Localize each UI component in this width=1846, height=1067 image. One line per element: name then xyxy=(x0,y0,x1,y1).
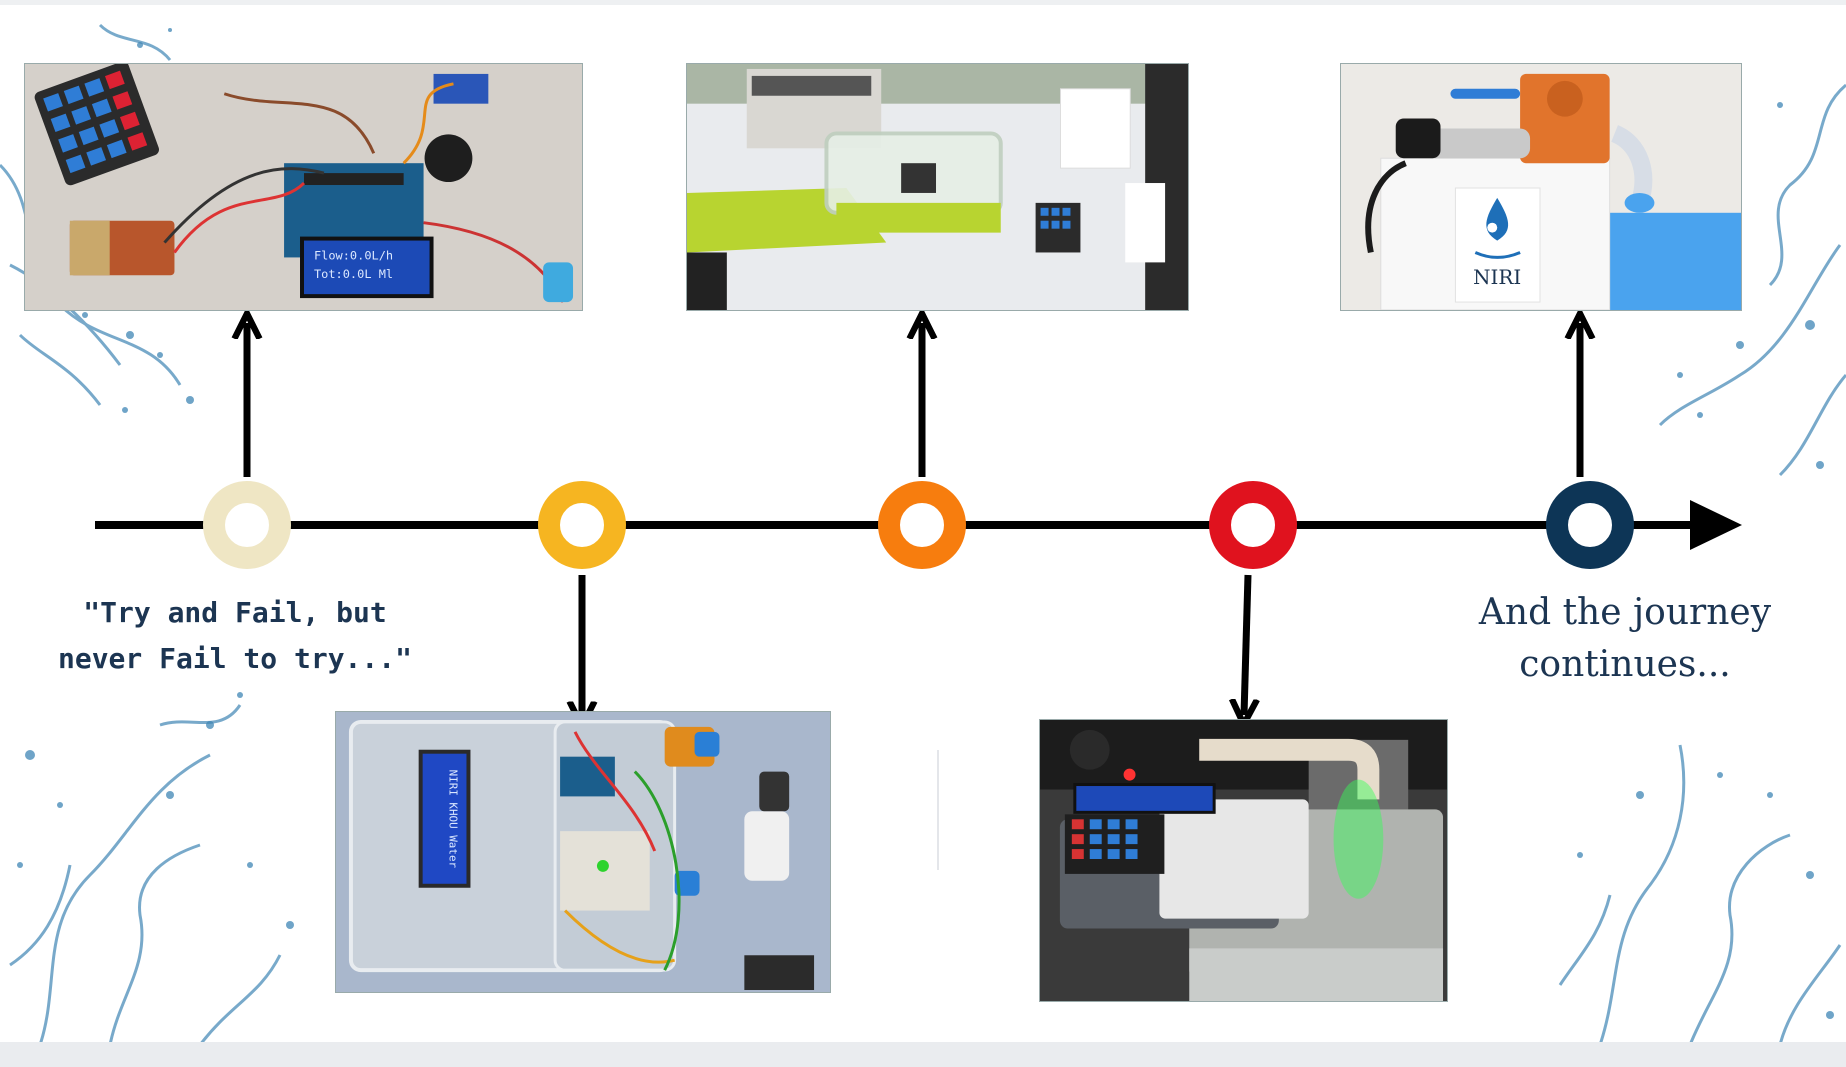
divider-mark xyxy=(937,750,939,870)
keypad-icon xyxy=(744,955,815,991)
timeline xyxy=(95,5,1742,1042)
buzzer-icon xyxy=(424,134,473,183)
quote-line-2: never Fail to try..." xyxy=(57,642,412,675)
prototype-photo-5: NIRI xyxy=(1340,63,1742,311)
ending-line-2: continues... xyxy=(1519,644,1731,685)
quote-line-1: "Try and Fail, but xyxy=(83,596,387,629)
ending-text: And the journey continues... xyxy=(1450,587,1800,691)
lcd-line-2: Tot:0.0L Ml xyxy=(314,267,393,281)
timeline-arrowhead xyxy=(1690,500,1742,550)
water-drop-logo: NIRI xyxy=(1454,187,1541,303)
milestone-4-ring xyxy=(1209,481,1297,569)
milestone-1-ring xyxy=(203,481,291,569)
quote-text: "Try and Fail, but never Fail to try..." xyxy=(0,590,470,682)
milestone-5-ring xyxy=(1546,481,1634,569)
slide: Flow:0.0L/h Tot:0.0L Ml NIRI KHOU Water xyxy=(0,5,1846,1042)
water-splash-bottom-left xyxy=(9,692,294,1042)
lcd-line-1: Flow:0.0L/h xyxy=(314,248,393,262)
lcd-display xyxy=(1073,783,1216,814)
lcd-display xyxy=(418,749,471,888)
connector-arrow-4 xyxy=(1244,574,1248,715)
pipe-icon xyxy=(1199,738,1380,800)
keypad-icon xyxy=(34,64,159,186)
ending-line-1: And the journey xyxy=(1478,592,1772,633)
bottom-bar xyxy=(0,1042,1846,1067)
prototype-photo-4 xyxy=(1039,719,1448,1002)
prototype-photo-3 xyxy=(686,63,1189,311)
water-splash-bottom-right xyxy=(1558,744,1842,1042)
prototype-photo-1: Flow:0.0L/h Tot:0.0L Ml xyxy=(24,63,583,311)
lcd-vertical-text: NIRI KHOU Water xyxy=(447,770,460,869)
logo-text: NIRI xyxy=(1473,266,1521,289)
water-splash-top-right xyxy=(1658,83,1846,477)
milestone-3-ring xyxy=(878,481,966,569)
lcd-display xyxy=(300,236,434,299)
prototype-photo-2: NIRI KHOU Water xyxy=(335,711,831,993)
milestone-2-ring xyxy=(538,481,626,569)
